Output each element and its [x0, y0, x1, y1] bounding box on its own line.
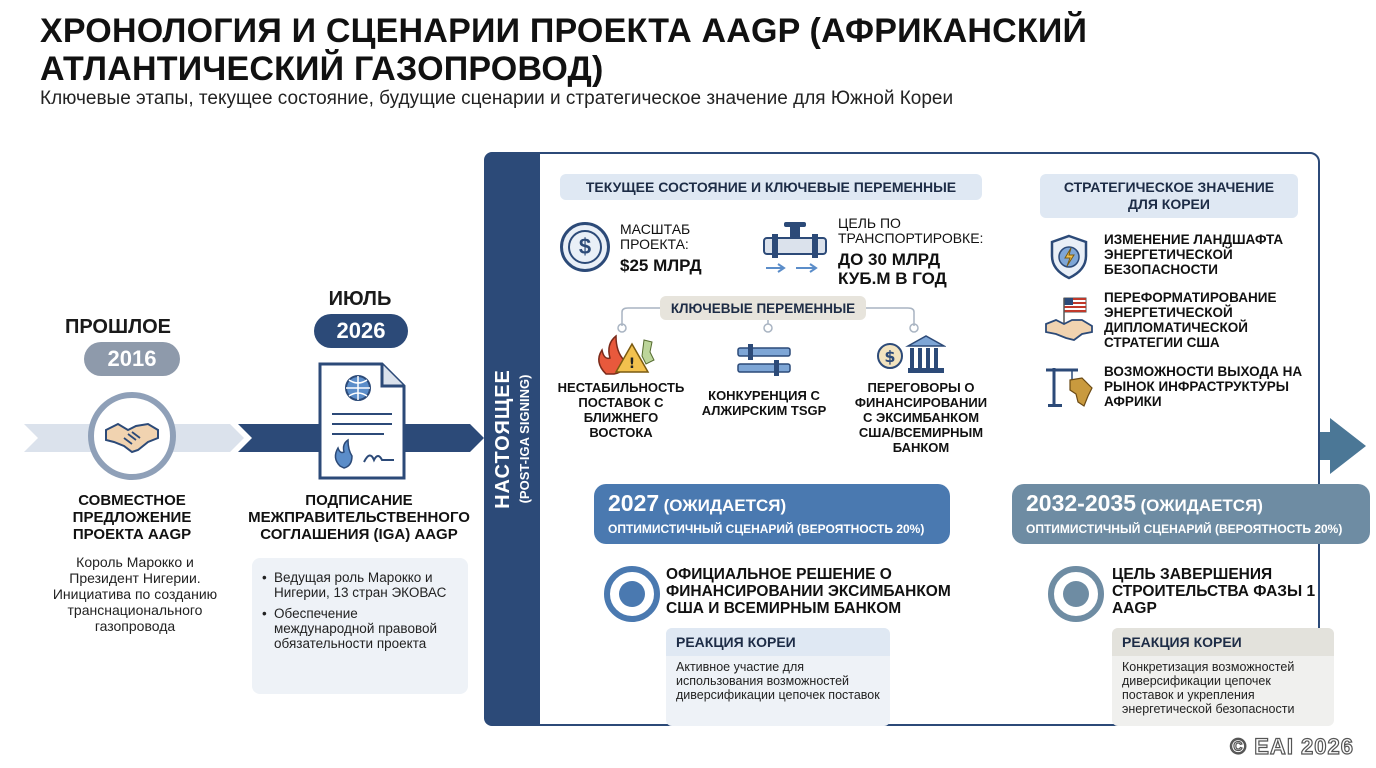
july-year: 2026 [314, 314, 408, 348]
crane-africa-icon [1044, 362, 1094, 408]
present-label: НАСТОЯЩЕЕ [492, 369, 514, 509]
milestone-2032-title: ЦЕЛЬ ЗАВЕРШЕНИЯ СТРОИТЕЛЬСТВА ФАЗЫ 1 AAG… [1112, 566, 1316, 617]
target-label: ЦЕЛЬ ПО ТРАНСПОРТИРОВКЕ: [838, 215, 984, 246]
strategic-item-3: ВОЗМОЖНОСТИ ВЫХОДА НА РЫНОК ИНФРАСТРУКТУ… [1104, 364, 1303, 409]
scenario-2032-bar: 2032-2035 (ОЖИДАЕТСЯ) ОПТИМИСТИЧНЫЙ СЦЕН… [1012, 484, 1370, 544]
present-sublabel: (POST-IGA SIGNING) [517, 374, 532, 504]
scenario-2027-sub: ОПТИМИСТИЧНЫЙ СЦЕНАРИЙ (ВЕРОЯТНОСТЬ 20%) [608, 522, 925, 536]
page-title: ХРОНОЛОГИЯ И СЦЕНАРИИ ПРОЕКТА AAGP (АФРИ… [40, 12, 1088, 88]
pipes-icon [736, 342, 792, 378]
reaction-2027-heading: РЕАКЦИЯ КОРЕИ [666, 628, 890, 656]
current-state-heading: ТЕКУЩЕЕ СОСТОЯНИЕ И КЛЮЧЕВЫЕ ПЕРЕМЕННЫЕ [560, 174, 982, 200]
strategic-heading: СТРАТЕГИЧЕСКОЕ ЗНАЧЕНИЕ ДЛЯ КОРЕИ [1040, 174, 1298, 218]
handshake-icon [88, 392, 176, 480]
past-event-desc: Король Марокко и Президент Нигерии. Иниц… [52, 554, 218, 634]
scenario-2027-bar: 2027 (ОЖИДАЕТСЯ) ОПТИМИСТИЧНЫЙ СЦЕНАРИЙ … [594, 484, 950, 544]
scenario-2027-year: 2027 [608, 490, 660, 516]
strategic-item-2: ПЕРЕФОРМАТИРОВАНИЕ ЭНЕРГЕТИЧЕСКОЙ ДИПЛОМ… [1104, 290, 1277, 350]
reaction-2032-box: РЕАКЦИЯ КОРЕИ Конкретизация возможностей… [1112, 628, 1334, 726]
present-label-wrap: НАСТОЯЩЕЕ (POST-IGA SIGNING) [484, 152, 540, 726]
present-bar [484, 152, 540, 726]
copyright: © EAI 2026 [1229, 733, 1354, 759]
reaction-2027-body: Активное участие для использования возмо… [676, 660, 880, 702]
shield-icon [1048, 234, 1090, 280]
july-event-title: ПОДПИСАНИЕ МЕЖПРАВИТЕЛЬСТВЕННОГО СОГЛАШЕ… [248, 492, 470, 543]
milestone-2032-marker [1048, 566, 1104, 622]
variable-3: ПЕРЕГОВОРЫ О ФИНАНСИРОВАНИИ С ЭКСИМБАНКО… [854, 380, 988, 455]
scenario-2027-expected: (ОЖИДАЕТСЯ) [663, 496, 787, 515]
july-bullet: Обеспечение международной правовой обяза… [262, 606, 456, 651]
target-value: ДО 30 МЛРД КУБ.М В ГОД [838, 250, 947, 288]
variable-1: НЕСТАБИЛЬНОСТЬ ПОСТАВОК С БЛИЖНЕГО ВОСТО… [557, 380, 685, 440]
scenario-2032-sub: ОПТИМИСТИЧНЫЙ СЦЕНАРИЙ (ВЕРОЯТНОСТЬ 20%) [1026, 522, 1343, 536]
diplomacy-handshake-icon [1044, 296, 1094, 342]
july-bullet: Ведущая роль Марокко и Нигерии, 13 стран… [262, 570, 456, 600]
past-event-title: СОВМЕСТНОЕ ПРЕДЛОЖЕНИЕ ПРОЕКТА AAGP [72, 492, 192, 543]
future-label: БУДУЩЕЕ [1120, 434, 1220, 456]
scale-label: МАСШТАБ ПРОЕКТА: [620, 221, 691, 252]
reaction-2032-heading: РЕАКЦИЯ КОРЕИ [1112, 628, 1334, 656]
scale-value: $25 МЛРД [620, 256, 702, 275]
past-year: 2016 [84, 342, 180, 376]
past-label: ПРОШЛОЕ [64, 316, 172, 338]
bank-icon: $ [876, 334, 947, 376]
scenario-2032-year: 2032-2035 [1026, 490, 1136, 516]
july-label: ИЮЛЬ [328, 288, 392, 310]
reaction-2032-body: Конкретизация возможностей диверсификаци… [1122, 660, 1295, 716]
instability-icon: ! [592, 332, 656, 376]
milestone-2027-marker [604, 566, 660, 622]
strategic-item-1: ИЗМЕНЕНИЕ ЛАНДШАФТА ЭНЕРГЕТИЧЕСКОЙ БЕЗОП… [1104, 232, 1284, 277]
svg-text:$: $ [884, 347, 895, 366]
document-icon [318, 362, 406, 480]
milestone-2027-title: ОФИЦИАЛЬНОЕ РЕШЕНИЕ О ФИНАНСИРОВАНИИ ЭКС… [666, 566, 951, 617]
july-bullets: Ведущая роль Марокко и Нигерии, 13 стран… [252, 558, 468, 694]
variables-heading: КЛЮЧЕВЫЕ ПЕРЕМЕННЫЕ [660, 296, 866, 320]
variable-2: КОНКУРЕНЦИЯ С АЛЖИРСКИМ TSGP [701, 388, 827, 418]
page-subtitle: Ключевые этапы, текущее состояние, будущ… [40, 88, 954, 109]
reaction-2027-box: РЕАКЦИЯ КОРЕИ Активное участие для испол… [666, 628, 890, 726]
scenario-2032-expected: (ОЖИДАЕТСЯ) [1140, 496, 1263, 515]
pipeline-icon [762, 218, 828, 278]
dollar-icon: $ [560, 222, 610, 272]
svg-text:!: ! [629, 356, 635, 372]
